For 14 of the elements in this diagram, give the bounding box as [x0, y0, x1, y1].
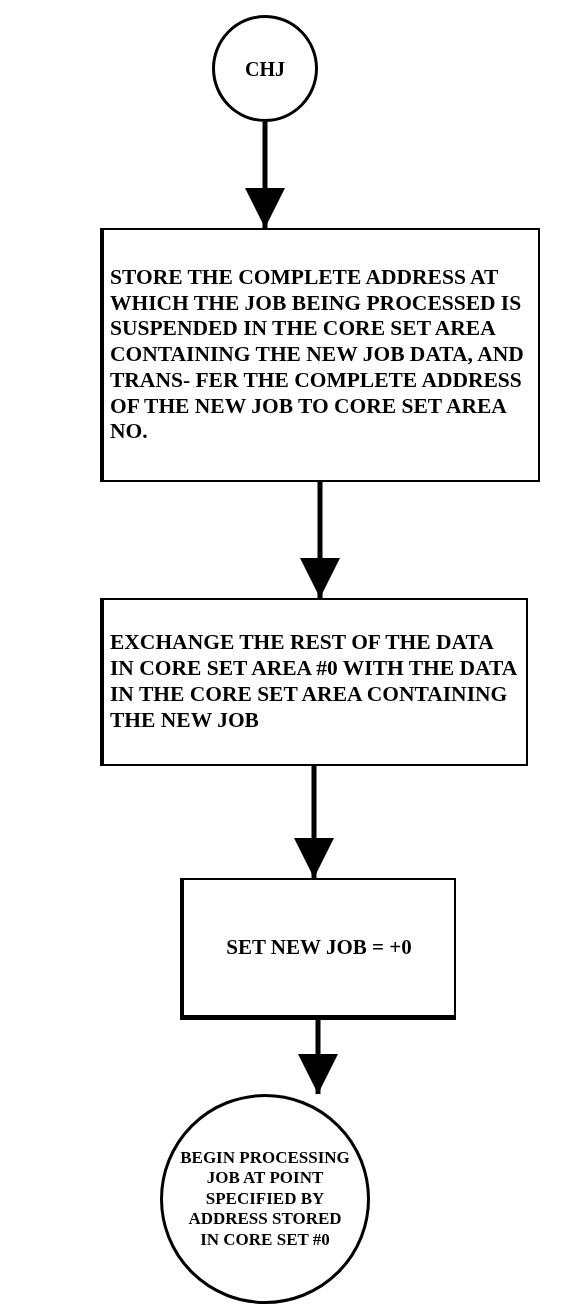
node-text: CHJ	[244, 56, 286, 81]
arrow	[300, 482, 340, 598]
process-box	[100, 228, 540, 482]
node-text: BEGIN PROCESSING JOB AT POINT SPECIFIED BY ADDRESS STORED IN CORE SET #0	[180, 1148, 350, 1250]
node-text: EXCHANGE THE REST OF THE DATA IN CORE SET AREA #0 WITH THE DATA IN THE CORE SET AREA CONTAINING THE NEW JOB	[110, 630, 518, 734]
arrow	[294, 766, 334, 878]
node-text: SET NEW JOB = +0	[226, 934, 412, 961]
arrow	[245, 122, 285, 228]
terminal-circle	[212, 15, 318, 122]
process-box	[100, 598, 528, 766]
process-box	[180, 878, 456, 1020]
node-text: STORE THE COMPLETE ADDRESS AT WHICH THE JOB BEING PROCESSED IS SUSPENDED IN THE CORE SET AREA CONTAINING THE NEW JOB DATA, AND TRANS- FER THE COMPLETE ADDRESS OF THE NEW JOB TO CORE SET AREA NO.	[110, 264, 525, 446]
terminal-circle	[160, 1094, 370, 1304]
arrow	[298, 1020, 338, 1094]
